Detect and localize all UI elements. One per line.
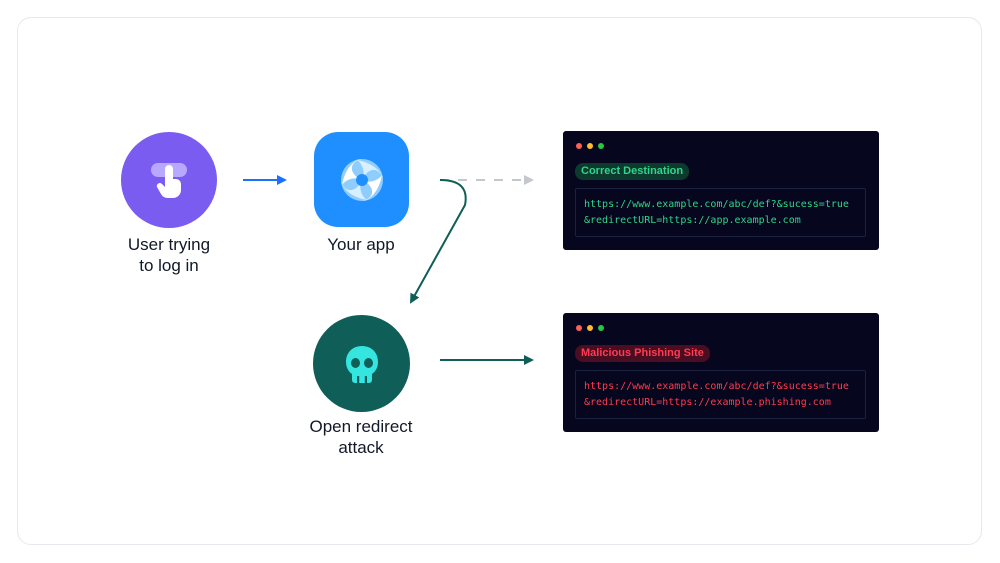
malicious-url-line-1: https://www.example.com/abc/def?&sucess=…: [584, 381, 849, 392]
attack-node: [313, 315, 410, 412]
malicious-site-window: Malicious Phishing Site https://www.exam…: [563, 313, 879, 432]
correct-url-box: https://www.example.com/abc/def?&sucess=…: [575, 188, 866, 237]
malicious-url-line-2: &redirectURL=https://example.phishing.co…: [584, 397, 831, 408]
attack-label: Open redirect attack: [309, 417, 413, 457]
correct-destination-window: Correct Destination https://www.example.…: [563, 131, 879, 250]
malicious-site-badge: Malicious Phishing Site: [575, 345, 710, 362]
user-node: [121, 132, 217, 228]
close-dot-icon: [576, 143, 582, 149]
maximize-dot-icon: [598, 143, 604, 149]
malicious-url-box: https://www.example.com/abc/def?&sucess=…: [575, 370, 866, 419]
correct-url-line-2: &redirectURL=https://app.example.com: [584, 215, 801, 226]
app-label: Your app: [327, 235, 395, 254]
maximize-dot-icon: [598, 325, 604, 331]
close-dot-icon: [576, 325, 582, 331]
window-controls: [576, 325, 604, 331]
minimize-dot-icon: [587, 143, 593, 149]
user-label: User trying to log in: [127, 235, 211, 275]
window-controls: [576, 143, 604, 149]
diagram-canvas: [17, 17, 982, 545]
arrow-app-to-attack: [410, 179, 467, 304]
minimize-dot-icon: [587, 325, 593, 331]
skull-icon: [345, 345, 378, 383]
correct-destination-badge: Correct Destination: [575, 163, 690, 180]
correct-url-line-1: https://www.example.com/abc/def?&sucess=…: [584, 199, 849, 210]
app-node: [314, 132, 409, 227]
app-logo-icon: [340, 158, 383, 201]
tap-hand-icon: [151, 163, 187, 199]
